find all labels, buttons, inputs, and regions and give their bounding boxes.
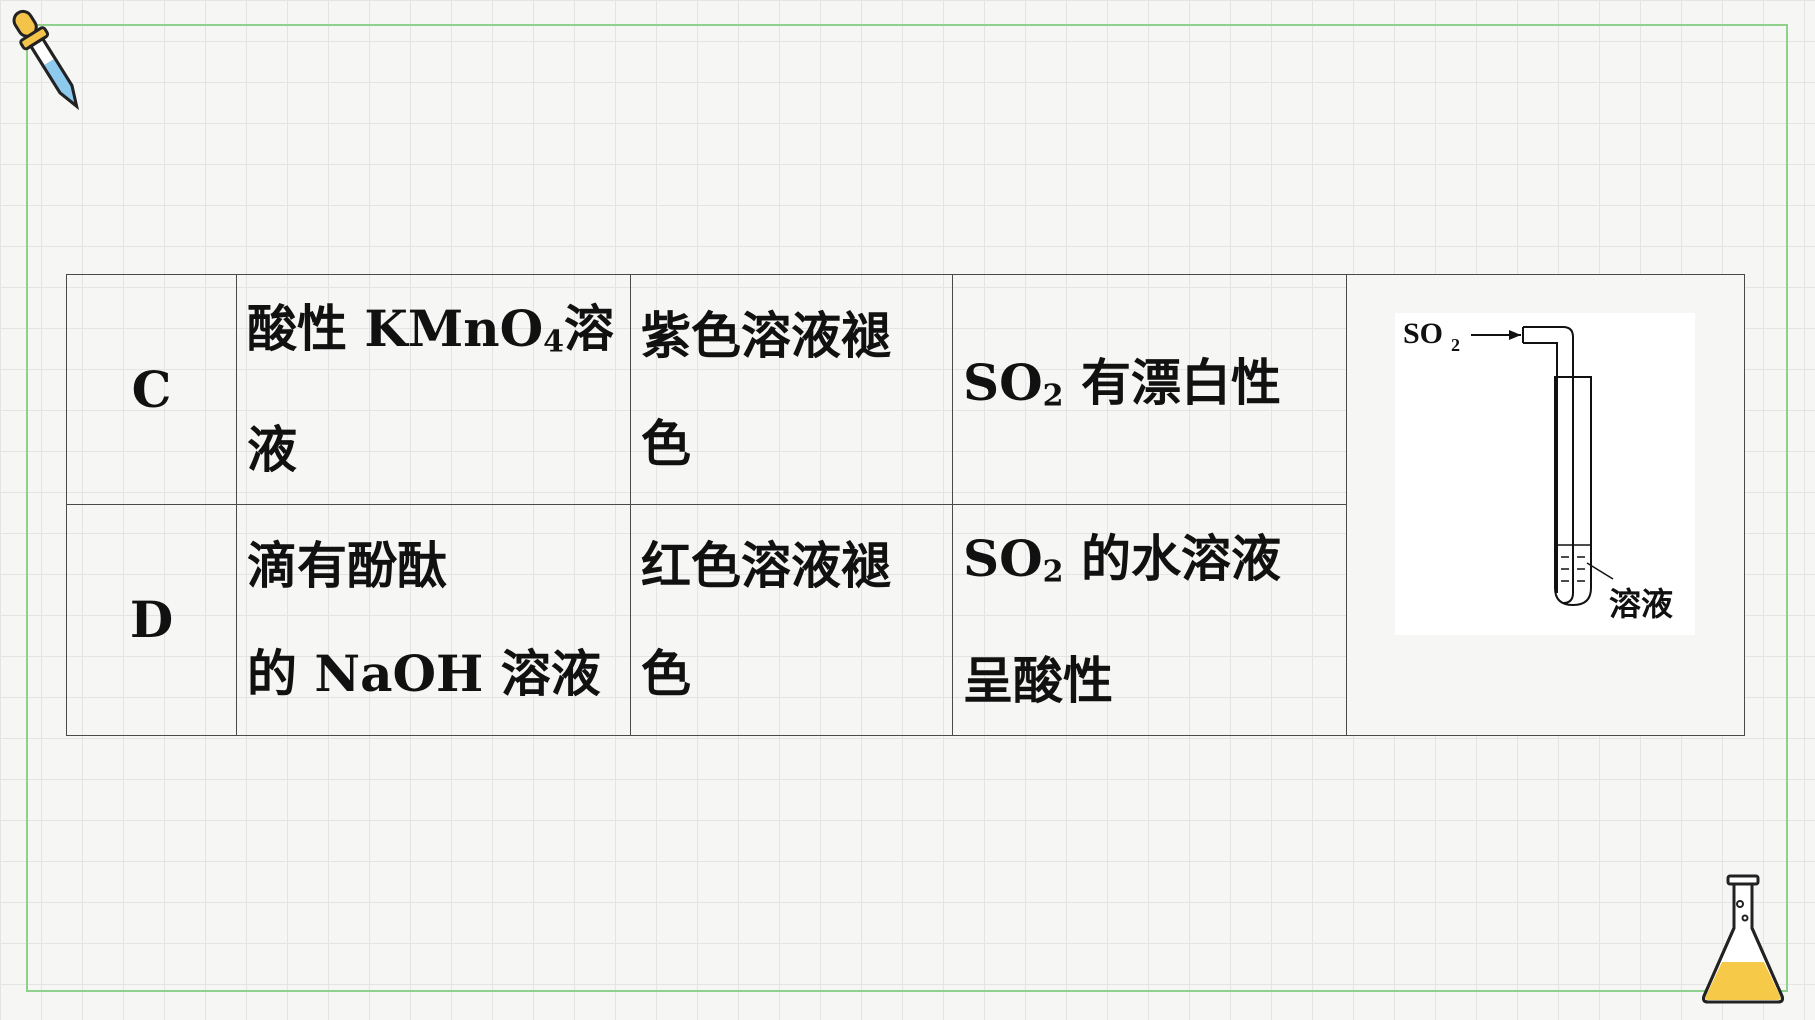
apparatus-cell: SO 2 溶液 xyxy=(1346,274,1745,736)
flask-icon xyxy=(1702,874,1784,1004)
test-tube-apparatus-diagram: SO 2 溶液 xyxy=(1395,313,1695,635)
gas-subscript: 2 xyxy=(1451,335,1460,355)
dropper-icon xyxy=(12,9,79,110)
row-label: D xyxy=(66,504,237,736)
slide-frame xyxy=(26,24,1788,992)
row-label: C xyxy=(66,273,237,506)
solution-label: 溶液 xyxy=(1609,586,1673,622)
phenomenon-cell: 紫色溶液褪 色 xyxy=(630,273,953,506)
conclusion-cell: SO2 的水溶液 呈酸性 xyxy=(952,504,1347,736)
conclusion-cell: SO2 有漂白性 xyxy=(952,273,1347,506)
gas-label: SO xyxy=(1403,317,1443,350)
phenomenon-cell: 红色溶液褪 色 xyxy=(630,504,953,736)
table-row-d: D 滴有酚酞 的 NaOH 溶液 红色溶液褪 色 SO2 的水溶液 呈酸性 xyxy=(66,504,1745,736)
table-row-c: C 酸性 KMnO4溶 液 紫色溶液褪 色 SO2 有漂白性 SO 2 xyxy=(66,273,1745,736)
experiment-table: C 酸性 KMnO4溶 液 紫色溶液褪 色 SO2 有漂白性 SO 2 xyxy=(66,273,1745,736)
reagent-cell: 滴有酚酞 的 NaOH 溶液 xyxy=(236,504,631,736)
reagent-cell: 酸性 KMnO4溶 液 xyxy=(236,273,631,506)
